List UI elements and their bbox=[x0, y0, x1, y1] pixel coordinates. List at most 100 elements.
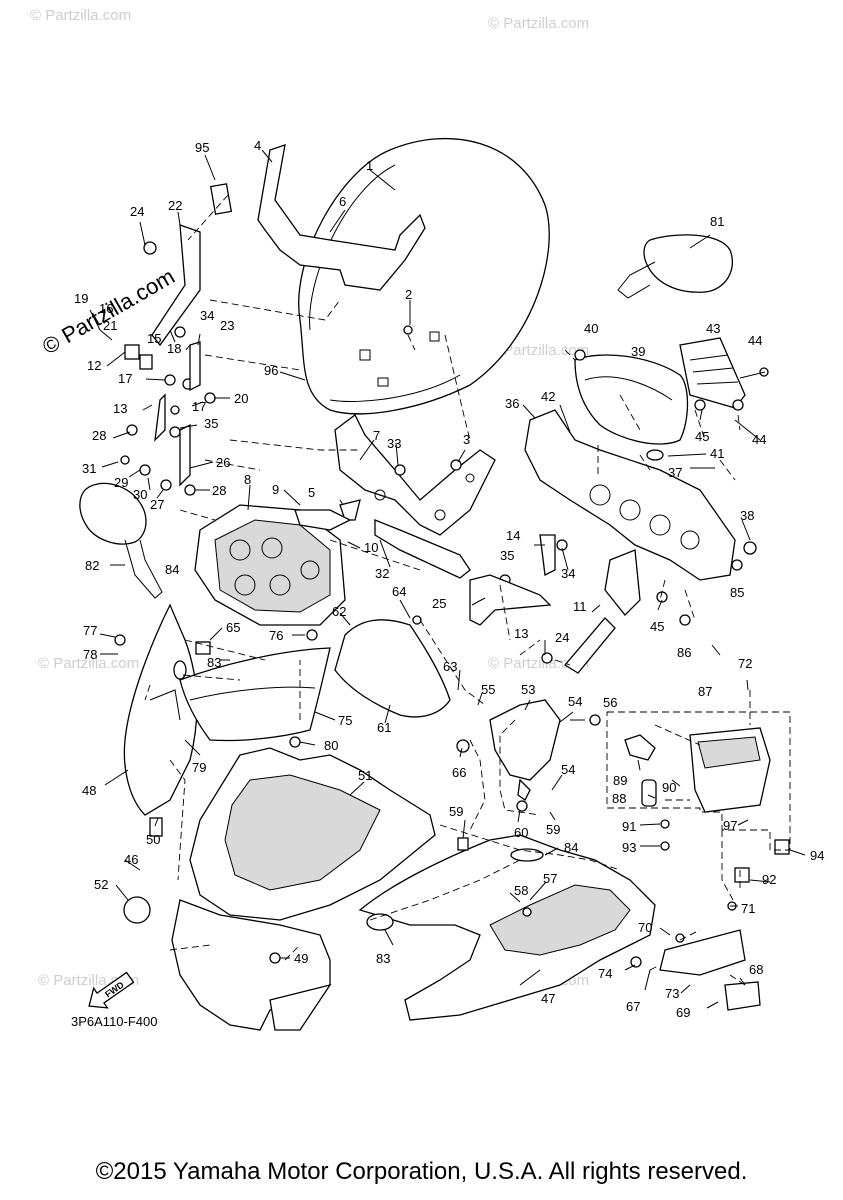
side-cowling-right bbox=[358, 834, 656, 1021]
part-label: 9 bbox=[272, 482, 279, 497]
windscreen bbox=[298, 138, 550, 415]
part-label: 13 bbox=[113, 401, 127, 416]
inner-panel bbox=[334, 619, 451, 718]
part-label: 21 bbox=[103, 318, 117, 333]
part-label: 80 bbox=[324, 738, 338, 753]
part-label: 37 bbox=[668, 465, 682, 480]
part-label: 30 bbox=[133, 487, 147, 502]
part-label: 42 bbox=[541, 389, 555, 404]
part-label: 82 bbox=[85, 558, 99, 573]
part-label: 63 bbox=[443, 659, 457, 674]
part-label: 28 bbox=[212, 483, 226, 498]
meter-mount-bracket bbox=[679, 337, 746, 409]
ecu-box bbox=[624, 727, 771, 813]
part-label: 17 bbox=[118, 371, 132, 386]
part-label: 18 bbox=[167, 341, 181, 356]
part-label: 50 bbox=[146, 832, 160, 847]
part-label: 85 bbox=[730, 585, 744, 600]
part-label: 34 bbox=[561, 566, 575, 581]
front-cowling-center bbox=[189, 747, 436, 921]
part-label: 8 bbox=[244, 472, 251, 487]
part-label: 41 bbox=[710, 446, 724, 461]
part-label: 75 bbox=[338, 713, 352, 728]
part-label: 70 bbox=[638, 920, 652, 935]
front-cowling-lower bbox=[171, 899, 332, 1031]
part-label: 45 bbox=[695, 429, 709, 444]
part-label: 33 bbox=[387, 436, 401, 451]
part-label: 38 bbox=[740, 508, 754, 523]
part-label: 96 bbox=[264, 363, 278, 378]
cowling-stay bbox=[524, 409, 736, 616]
part-label: 59 bbox=[449, 804, 463, 819]
air-duct bbox=[489, 699, 561, 781]
part-label: 51 bbox=[358, 768, 372, 783]
part-label: 10 bbox=[364, 540, 378, 555]
part-label: 83 bbox=[376, 951, 390, 966]
upper-panel bbox=[179, 647, 331, 742]
part-label: 34 bbox=[200, 308, 214, 323]
part-label: 94 bbox=[810, 848, 824, 863]
part-label: 16 bbox=[99, 301, 113, 316]
part-label: 22 bbox=[168, 198, 182, 213]
windscreen-bracket bbox=[334, 414, 496, 536]
part-label: 97 bbox=[723, 818, 737, 833]
headlight-assembly bbox=[194, 504, 346, 626]
part-label: 55 bbox=[481, 682, 495, 697]
part-label: 11 bbox=[573, 599, 587, 614]
part-label: 95 bbox=[195, 140, 209, 155]
part-label: 71 bbox=[741, 901, 755, 916]
part-label: 73 bbox=[665, 986, 679, 1001]
meter-cover bbox=[574, 354, 689, 445]
part-label: 54 bbox=[561, 762, 575, 777]
part-label: 69 bbox=[676, 1005, 690, 1020]
part-label: 84 bbox=[564, 840, 578, 855]
part-label: 54 bbox=[568, 694, 582, 709]
part-label: 49 bbox=[294, 951, 308, 966]
part-label: 29 bbox=[114, 475, 128, 490]
part-label: 36 bbox=[505, 396, 519, 411]
leader-lines bbox=[89, 149, 806, 1009]
cover-bracket bbox=[564, 617, 616, 674]
part-label: 66 bbox=[452, 765, 466, 780]
part-label: 3 bbox=[463, 432, 470, 447]
part-label: 62 bbox=[332, 604, 346, 619]
part-label: 65 bbox=[226, 620, 240, 635]
part-labels: 1 2 3 4 5 6 7 8 9 10 11 12 13 13 14 15 1… bbox=[71, 138, 824, 1029]
part-label: 67 bbox=[626, 999, 640, 1014]
watermark: © Partzilla.com bbox=[488, 342, 589, 359]
screen-stay bbox=[257, 144, 426, 291]
part-label: 59 bbox=[546, 822, 560, 837]
part-label: 74 bbox=[598, 966, 612, 981]
part-label: 1 bbox=[366, 158, 373, 173]
part-label: 77 bbox=[83, 623, 97, 638]
part-label: 6 bbox=[339, 194, 346, 209]
part-label: 26 bbox=[216, 455, 230, 470]
diagram-code: 3P6A110-F400 bbox=[71, 1014, 158, 1029]
part-label: 14 bbox=[506, 528, 520, 543]
part-label: 92 bbox=[762, 872, 776, 887]
part-label: 60 bbox=[514, 825, 528, 840]
part-label: 44 bbox=[752, 432, 766, 447]
part-label: 23 bbox=[220, 318, 234, 333]
part-label: 84 bbox=[165, 562, 179, 577]
part-label: 31 bbox=[82, 461, 96, 476]
part-label: 47 bbox=[541, 991, 555, 1006]
part-label: 46 bbox=[124, 852, 138, 867]
part-label: 28 bbox=[92, 428, 106, 443]
part-label: 27 bbox=[150, 497, 164, 512]
watermark: © Partzilla.com bbox=[30, 7, 131, 24]
part-label: 52 bbox=[94, 877, 108, 892]
part-label: 58 bbox=[514, 883, 528, 898]
part-label: 56 bbox=[603, 695, 617, 710]
watermark: © Partzilla.com bbox=[488, 15, 589, 32]
part-label: 7 bbox=[373, 428, 380, 443]
part-label: 64 bbox=[392, 584, 406, 599]
part-label: 53 bbox=[521, 682, 535, 697]
part-label: 43 bbox=[706, 321, 720, 336]
part-label: 25 bbox=[432, 596, 446, 611]
part-label: 86 bbox=[677, 645, 691, 660]
part-label: 24 bbox=[130, 204, 144, 219]
part-label: 45 bbox=[650, 619, 664, 634]
part-label: 48 bbox=[82, 783, 96, 798]
part-label: 90 bbox=[662, 780, 676, 795]
